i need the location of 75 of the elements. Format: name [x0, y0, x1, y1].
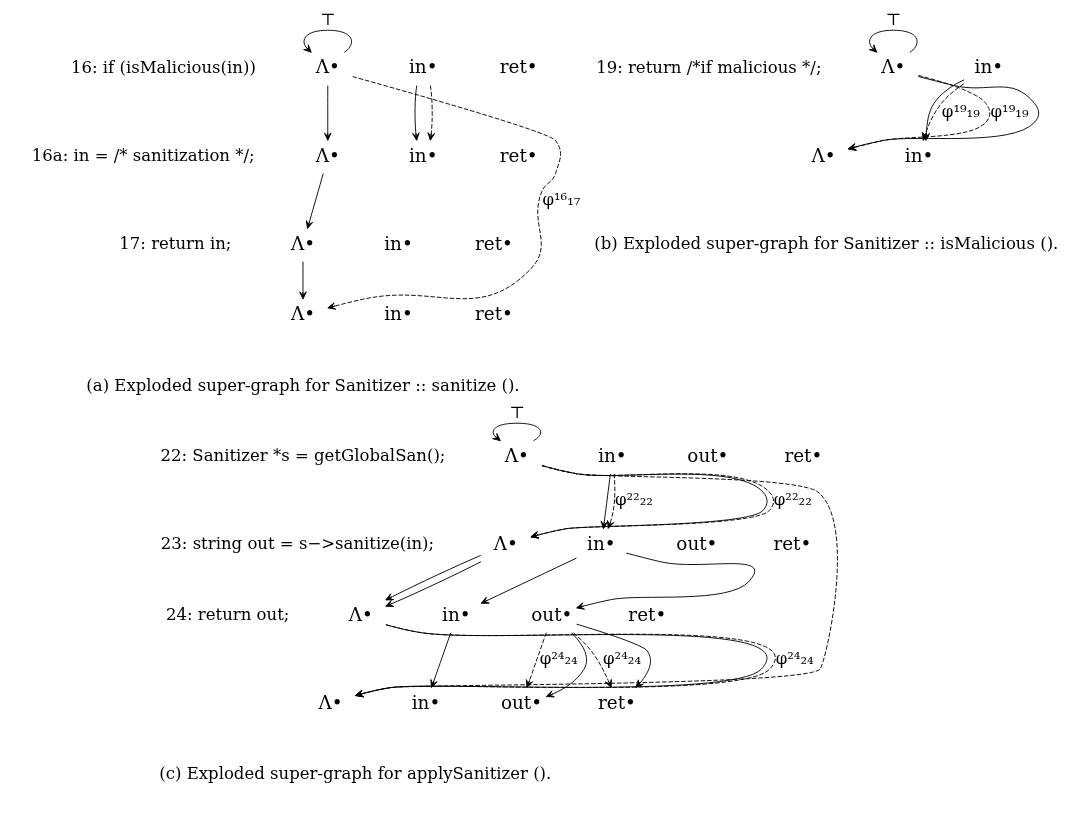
node-text: Λ•	[317, 691, 343, 713]
arrow	[575, 623, 651, 688]
arrow	[302, 29, 352, 53]
label: (c) Exploded super-graph for applySanitizer ().	[158, 763, 551, 783]
node-text: in•	[383, 232, 413, 254]
node-text: ret•	[474, 232, 513, 254]
node-text: Λ•	[315, 144, 340, 166]
node-text: ret•	[499, 144, 538, 166]
label: 17: return in;	[118, 234, 231, 254]
node-text: out•	[675, 532, 717, 554]
edge-label: φ¹⁹₁₉	[941, 101, 980, 121]
arrow	[427, 85, 435, 141]
node-text: Λ•	[315, 56, 340, 78]
edge-label: ⊤	[508, 403, 525, 423]
arrow	[429, 632, 451, 688]
node-text: in•	[408, 56, 438, 78]
node-text: out•	[686, 444, 728, 466]
label: 19: return /*if malicious */;	[595, 57, 821, 77]
node-text: ret•	[783, 444, 822, 466]
edge-label: φ¹⁶₁₇	[541, 190, 580, 210]
node-text: Λ•	[493, 532, 518, 554]
arrow	[323, 85, 332, 141]
node-text: ret•	[597, 691, 636, 713]
node-text: in•	[408, 144, 438, 166]
edge-label: ⊤	[885, 10, 901, 30]
edge-label: φ¹⁹₁₉	[989, 101, 1029, 121]
edge-label: φ²⁴₂₄	[602, 649, 641, 669]
node-text: Λ•	[290, 303, 315, 325]
node-text: out•	[530, 603, 572, 625]
arrow	[847, 75, 990, 151]
node-text: ret•	[627, 603, 666, 625]
label: (a) Exploded super-graph for Sanitizer :: sanitize ().	[85, 375, 520, 395]
arrow	[575, 552, 755, 610]
arrow	[491, 422, 541, 442]
label: 16a: in = /* sanitization */;	[31, 146, 255, 165]
node-text: in•	[383, 303, 413, 325]
label: 24: return out;	[165, 605, 289, 625]
label: 16: if (isMalicious(in))	[70, 57, 256, 77]
node-text: Λ•	[348, 603, 373, 625]
arrow	[384, 554, 481, 601]
node-text: in•	[441, 603, 471, 625]
arrow	[298, 261, 307, 300]
node-text: in•	[974, 56, 1003, 78]
edge-label: φ²⁴₂₄	[775, 649, 814, 669]
node-text: out•	[500, 691, 542, 713]
arrow	[525, 632, 547, 688]
arrow	[606, 473, 615, 529]
edge-label: φ²²₂₂	[614, 490, 653, 510]
node-text: Λ•	[504, 444, 529, 466]
arrow	[480, 557, 577, 604]
node-text: Λ•	[811, 144, 836, 166]
node-text: ret•	[499, 56, 538, 78]
edge-label: ⊤	[319, 10, 336, 30]
arrow	[354, 465, 838, 698]
arrow	[572, 632, 612, 688]
label: (b) Exploded super-graph for Sanitizer :: isMalicious ().	[593, 234, 1058, 254]
arrow	[411, 85, 420, 141]
node-text: in•	[597, 444, 627, 466]
arrow	[305, 173, 324, 229]
node-text: ret•	[772, 532, 811, 554]
arrow	[545, 632, 587, 698]
arrow	[326, 76, 561, 310]
node-text: Λ•	[880, 56, 905, 78]
node-text: in•	[586, 532, 616, 554]
arrow	[384, 561, 481, 607]
node-text: ret•	[474, 303, 513, 325]
node-text: Λ•	[290, 232, 315, 254]
node-text: in•	[411, 691, 440, 713]
edge-label: φ²²₂₂	[773, 490, 812, 510]
node-text: in•	[904, 144, 933, 166]
label: 23: string out = s−>sanitize(in);	[160, 534, 434, 554]
edge-label: φ²⁴₂₄	[539, 649, 578, 669]
arrow	[600, 473, 611, 530]
label: 22: Sanitizer *s = getGlobalSan();	[160, 446, 445, 466]
arrow	[847, 76, 1039, 151]
